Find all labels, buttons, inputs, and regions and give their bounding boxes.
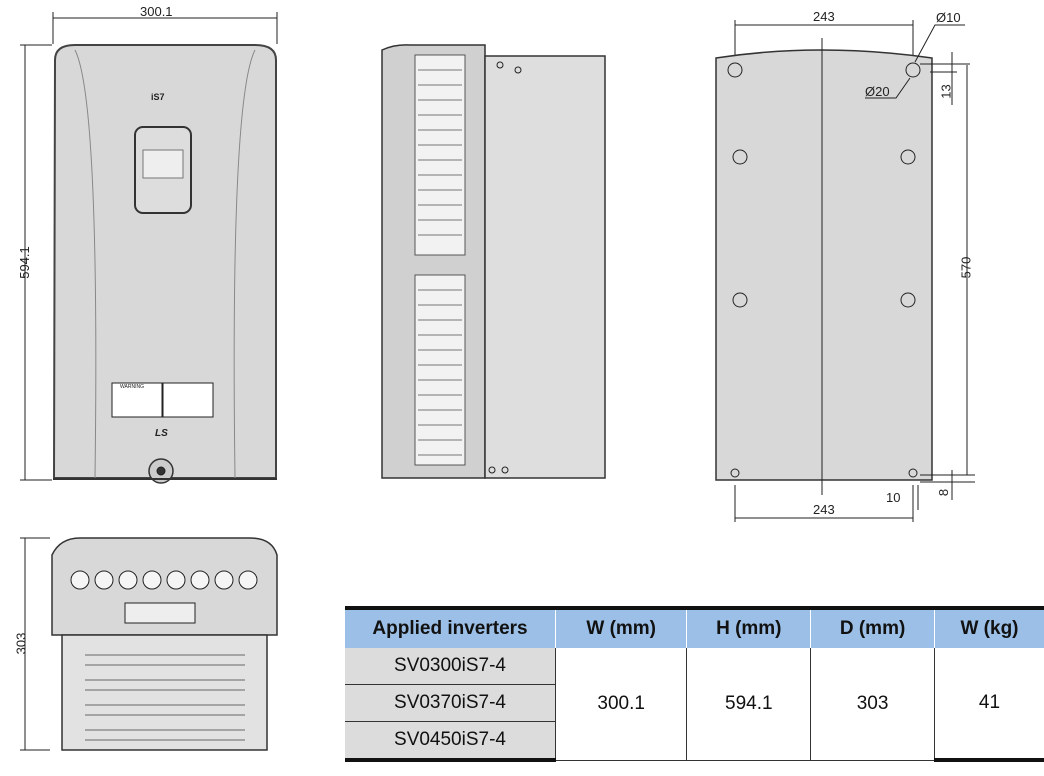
mount-height-dimension: 570 bbox=[958, 256, 974, 279]
bottom-offset-dimension: 8 bbox=[936, 488, 952, 497]
top-offset-dimension: 13 bbox=[938, 84, 954, 99]
depth-dimension: 303 bbox=[13, 632, 29, 655]
rear-top-width-dimension: 243 bbox=[813, 9, 835, 24]
header-height: H (mm) bbox=[686, 606, 812, 648]
side-view bbox=[381, 44, 606, 479]
model-cell: SV0450iS7-4 bbox=[345, 721, 556, 762]
model-cell: SV0300iS7-4 bbox=[345, 648, 556, 685]
table-header-row: Applied inverters W (mm) H (mm) D (mm) W… bbox=[345, 606, 1044, 648]
height-cell: 594.1 bbox=[686, 648, 812, 761]
rear-view bbox=[715, 20, 975, 522]
side-offset-dimension: 10 bbox=[886, 490, 901, 505]
table-row: SV0370iS7-4 bbox=[345, 684, 1044, 722]
width-cell: 300.1 bbox=[554, 648, 688, 761]
front-height-dimension: 594.1 bbox=[16, 246, 32, 279]
dimensions-table: Applied inverters W (mm) H (mm) D (mm) W… bbox=[345, 606, 1044, 762]
model-cell: SV0370iS7-4 bbox=[345, 684, 556, 722]
front-width-dimension: 300.1 bbox=[140, 4, 173, 19]
hole-small-diameter: Ø10 bbox=[936, 10, 961, 25]
table-row: SV0300iS7-4 300.1 594.1 303 41 bbox=[345, 648, 1044, 762]
bottom-view bbox=[20, 537, 278, 751]
front-view bbox=[20, 12, 278, 484]
rear-bottom-width-dimension: 243 bbox=[813, 502, 835, 517]
header-depth: D (mm) bbox=[810, 606, 935, 648]
header-weight: W (kg) bbox=[934, 606, 1044, 648]
model-logo: iS7 bbox=[151, 92, 165, 102]
hole-large-diameter: Ø20 bbox=[865, 84, 890, 99]
depth-cell: 303 bbox=[810, 648, 935, 761]
weight-cell: 41 bbox=[933, 648, 1044, 762]
header-applied-inverters: Applied inverters bbox=[345, 606, 556, 648]
brand-logo: LS bbox=[155, 428, 168, 439]
table-row: SV0450iS7-4 bbox=[345, 721, 1044, 762]
warning-label: WARNING bbox=[120, 384, 144, 390]
header-width: W (mm) bbox=[555, 606, 688, 648]
